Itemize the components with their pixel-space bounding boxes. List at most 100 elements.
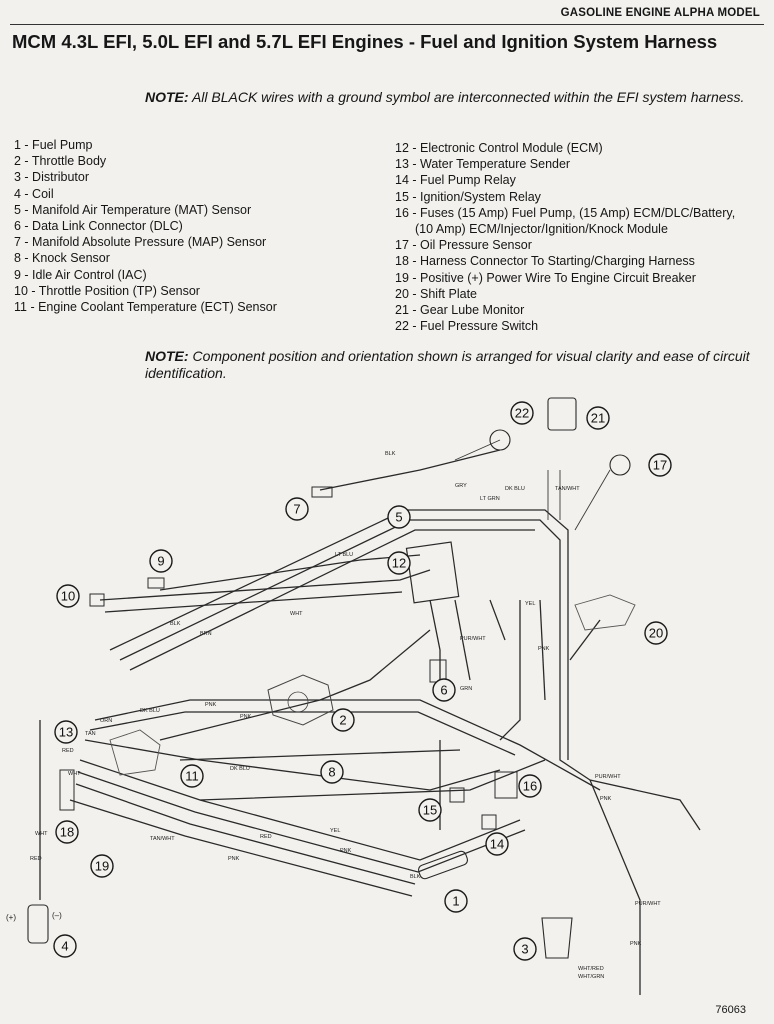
legend-item: 9 - Idle Air Control (IAC): [14, 267, 147, 282]
callout-17: 17: [648, 453, 672, 477]
callout-1: 1: [444, 889, 468, 913]
callout-2: 2: [331, 708, 355, 732]
note-component-position: NOTE: Component position and orientation…: [145, 348, 770, 382]
svg-text:3: 3: [521, 942, 528, 957]
legend-item: 20 - Shift Plate: [395, 286, 477, 301]
wire-label: DK BLU: [230, 766, 250, 772]
wire-label: WHT: [68, 771, 81, 777]
note-ground-label: NOTE:: [145, 89, 189, 105]
wire-label: BLK: [385, 451, 396, 457]
wire-label: RED: [260, 834, 272, 840]
note-position-text: Component position and orientation shown…: [145, 348, 750, 381]
legend-item: 5 - Manifold Air Temperature (MAT) Senso…: [14, 202, 252, 217]
svg-text:5: 5: [395, 510, 402, 525]
legend-item: 7 - Manifold Absolute Pressure (MAP) Sen…: [14, 235, 267, 250]
callout-18: 18: [55, 820, 79, 844]
wire-label: ORN: [100, 718, 112, 724]
callout-20: 20: [644, 621, 668, 645]
wire-label: DK BLU: [140, 708, 160, 714]
wire-label: PUR/WHT: [595, 774, 621, 780]
legend-item: 2 - Throttle Body: [14, 154, 107, 169]
legend-item: 14 - Fuel Pump Relay: [395, 173, 516, 188]
svg-text:17: 17: [653, 458, 667, 473]
wire-label: PNK: [538, 646, 550, 652]
throttle-body-sketch: [267, 674, 334, 726]
svg-text:12: 12: [392, 556, 406, 571]
wire-label: PNK: [340, 848, 352, 854]
legend-item: 8 - Knock Sensor: [14, 251, 110, 266]
legend-item: 10 - Throttle Position (TP) Sensor: [14, 283, 200, 298]
legend-item: 11 - Engine Coolant Temperature (ECT) Se…: [14, 300, 277, 315]
header-model: GASOLINE ENGINE ALPHA MODEL: [560, 7, 760, 19]
wire-label: PUR/WHT: [635, 901, 661, 907]
callout-21: 21: [586, 406, 610, 430]
callout-16: 16: [518, 774, 542, 798]
wire-label: LT GRN: [480, 496, 500, 502]
legend-item: 19 - Positive (+) Power Wire To Engine C…: [395, 270, 696, 285]
shift-plate-sketch: [574, 594, 636, 631]
legend-item: 3 - Distributor: [14, 170, 90, 185]
water-temp-sender-sketch: [109, 729, 161, 776]
wire-label: RED: [62, 748, 74, 754]
wire-label: PNK: [205, 702, 217, 708]
legend-item: 17 - Oil Pressure Sensor: [395, 238, 532, 253]
iac-sketch: [147, 577, 165, 589]
note-ground: NOTE: All BLACK wires with a ground symb…: [145, 89, 770, 106]
svg-text:6: 6: [440, 683, 447, 698]
svg-text:14: 14: [490, 837, 504, 852]
wiring-diagram: (+) (–) BLK LT GRN DK BLU LT BLU PNK PNK…: [6, 397, 701, 995]
wire-label: YEL: [525, 601, 535, 607]
wire-label: YEL: [330, 828, 340, 834]
wire-label: TAN/WHT: [555, 486, 580, 492]
note-ground-text: All BLACK wires with a ground symbol are…: [191, 89, 745, 105]
legend-item: 18 - Harness Connector To Starting/Charg…: [395, 254, 695, 269]
wire-label: WHT: [35, 831, 48, 837]
legend-item: 13 - Water Temperature Sender: [395, 157, 571, 172]
fuel-pressure-switch-sketch: [489, 429, 511, 451]
figure-number: 76063: [715, 1004, 746, 1016]
callout-10: 10: [56, 584, 80, 608]
oil-pressure-sensor-sketch: [609, 454, 631, 476]
svg-text:16: 16: [523, 779, 537, 794]
relay-14-sketch: [481, 814, 497, 830]
legend-item: 1 - Fuel Pump: [14, 138, 93, 152]
wire-label: LT BLU: [335, 552, 353, 558]
svg-text:21: 21: [591, 411, 605, 426]
throttle-body-bore: [287, 691, 309, 713]
fuel-pump-sketch: [417, 850, 469, 880]
svg-text:2: 2: [339, 713, 346, 728]
wire-label: PNK: [228, 856, 240, 862]
wire-label: PNK: [240, 714, 252, 720]
wire-label: WHT/GRN: [578, 974, 604, 980]
legend-right: 12 - Electronic Control Module (ECM) 13 …: [395, 140, 735, 334]
callouts: 1 2 3 4 5 6 7 8 9 10 11 12 13 14 15 16 1…: [53, 401, 672, 961]
svg-text:10: 10: [61, 589, 75, 604]
legend-item: 4 - Coil: [14, 186, 54, 201]
tp-sensor-sketch: [89, 593, 105, 607]
svg-text:18: 18: [60, 825, 74, 840]
callout-5: 5: [387, 505, 411, 529]
harness-connector-sketch: [59, 769, 75, 811]
svg-text:13: 13: [59, 725, 73, 740]
legend-left: 1 - Fuel Pump 2 - Throttle Body 3 - Dist…: [14, 137, 277, 315]
legend-item: 16 - Fuses (15 Amp) Fuel Pump, (15 Amp) …: [395, 205, 736, 220]
harness-bundles: [39, 439, 701, 995]
callout-22: 22: [510, 401, 534, 425]
wire-label: PNK: [600, 796, 612, 802]
callout-14: 14: [485, 832, 509, 856]
component-sketches: (+) (–): [6, 397, 636, 959]
wire-label: PNK: [630, 941, 642, 947]
legend-item: 12 - Electronic Control Module (ECM): [395, 141, 603, 155]
svg-text:7: 7: [293, 502, 300, 517]
wire-label: DK BLU: [505, 486, 525, 492]
wire-label: TAN/WHT: [150, 836, 175, 842]
wire-label: BRN: [200, 631, 212, 637]
note-position-label: NOTE:: [145, 348, 189, 364]
svg-text:4: 4: [61, 939, 68, 954]
callout-4: 4: [53, 934, 77, 958]
callout-19: 19: [90, 854, 114, 878]
wire-label: WHT: [290, 611, 303, 617]
wire-label: GRN: [460, 686, 472, 692]
wire-label: WHT/RED: [578, 966, 604, 972]
gear-lube-monitor-sketch: [547, 397, 577, 431]
